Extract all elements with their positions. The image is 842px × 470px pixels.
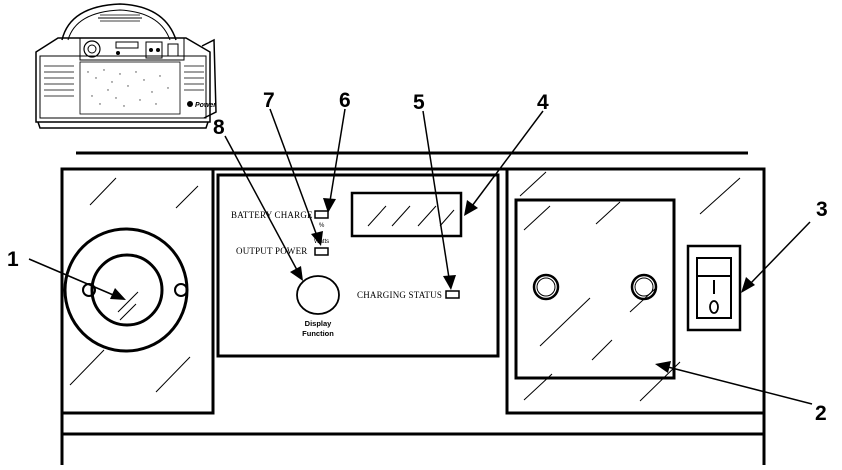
side-vents (44, 65, 204, 97)
output-unit-label: Watts (314, 239, 329, 245)
output-power-label: OUTPUT POWER (236, 246, 308, 256)
brand-logo-icon (187, 101, 193, 107)
callout-2: 2 (815, 402, 827, 425)
brand-name: Power (195, 102, 217, 109)
charging-status-led (445, 290, 460, 299)
button-label-function: Function (302, 329, 334, 338)
product-thumbnail: Power (35, 3, 217, 129)
callout-3: 3 (816, 198, 828, 221)
section-right (505, 167, 766, 415)
callout-6: 6 (339, 89, 351, 112)
display-function-button[interactable] (296, 275, 340, 315)
battery-unit-label: % (319, 223, 325, 229)
arrowheads (110, 198, 755, 373)
output-power-led (314, 247, 329, 256)
handle-grip (98, 14, 142, 22)
callout-8: 8 (213, 116, 225, 139)
battery-charge-led (314, 210, 329, 219)
lcd-display (350, 191, 463, 238)
switch-off-mark-icon (709, 300, 719, 314)
dc-outlet-12v[interactable] (90, 253, 164, 327)
outlet-screw-right-icon (174, 283, 188, 297)
callout-7: 7 (263, 89, 275, 112)
ac-socket-left[interactable] (532, 273, 560, 301)
panel-outline (60, 167, 766, 465)
ac-socket-right[interactable] (630, 273, 658, 301)
power-switch[interactable] (686, 244, 742, 332)
callout-1: 1 (7, 248, 19, 271)
ac-outlet-plate (514, 198, 676, 380)
button-label-display: Display (305, 319, 333, 328)
section-left (60, 167, 215, 415)
charging-status-label: CHARGING STATUS (357, 290, 442, 300)
callout-5: 5 (413, 91, 425, 114)
leader-lines (28, 108, 813, 405)
battery-charge-label: BATTERY CHARGE (231, 210, 313, 220)
section-display: BATTERY CHARGE % Watts OUTPUT POWER Disp… (216, 173, 500, 358)
callout-4: 4 (537, 91, 549, 114)
